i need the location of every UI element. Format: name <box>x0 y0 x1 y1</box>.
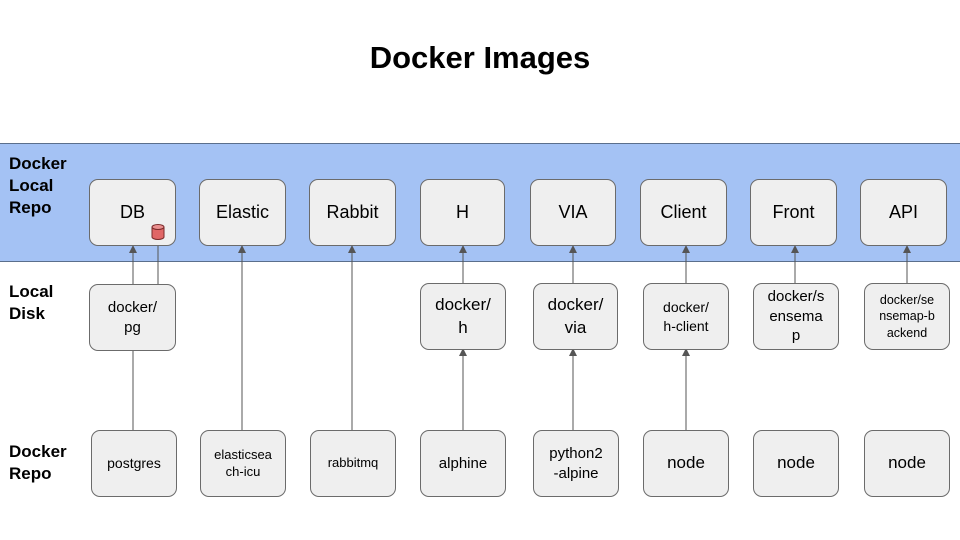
local-repo-image-via[interactable]: VIA <box>530 179 616 246</box>
local-disk-image-docker-h[interactable]: docker/ h <box>420 283 506 350</box>
docker-repo-image-postgres[interactable]: postgres <box>91 430 177 497</box>
local-disk-image-docker-sensemap-backend[interactable]: docker/se nsemap-b ackend <box>864 283 950 350</box>
local-repo-image-elastic[interactable]: Elastic <box>199 179 286 246</box>
page-title: Docker Images <box>369 40 591 75</box>
row-label-local-disk: Local Disk <box>9 282 54 323</box>
row-label-docker-repo: Docker Repo <box>9 442 67 483</box>
local-repo-image-h[interactable]: H <box>420 179 505 246</box>
docker-repo-image-node-2[interactable]: node <box>753 430 839 497</box>
docker-repo-image-alphine[interactable]: alphine <box>420 430 506 497</box>
docker-repo-image-node-1[interactable]: node <box>643 430 729 497</box>
docker-repo-image-node-3[interactable]: node <box>864 430 950 497</box>
local-disk-image-docker-via[interactable]: docker/ via <box>533 283 618 350</box>
local-repo-image-rabbit[interactable]: Rabbit <box>309 179 396 246</box>
local-repo-image-front[interactable]: Front <box>750 179 837 246</box>
local-repo-image-client[interactable]: Client <box>640 179 727 246</box>
local-repo-image-db[interactable]: DB <box>89 179 176 246</box>
docker-repo-image-elasticsearch-icu[interactable]: elasticsea ch-icu <box>200 430 286 497</box>
row-label-docker-local-repo: Docker Local Repo <box>9 154 67 217</box>
local-disk-image-docker-sensemap[interactable]: docker/s ensema p <box>753 283 839 350</box>
database-cylinder-icon <box>151 224 165 240</box>
docker-repo-image-python2-alpine[interactable]: python2 -alpine <box>533 430 619 497</box>
local-disk-image-docker-pg[interactable]: docker/ pg <box>89 284 176 351</box>
local-repo-image-api[interactable]: API <box>860 179 947 246</box>
local-disk-image-docker-h-client[interactable]: docker/ h-client <box>643 283 729 350</box>
docker-repo-image-rabbitmq[interactable]: rabbitmq <box>310 430 396 497</box>
